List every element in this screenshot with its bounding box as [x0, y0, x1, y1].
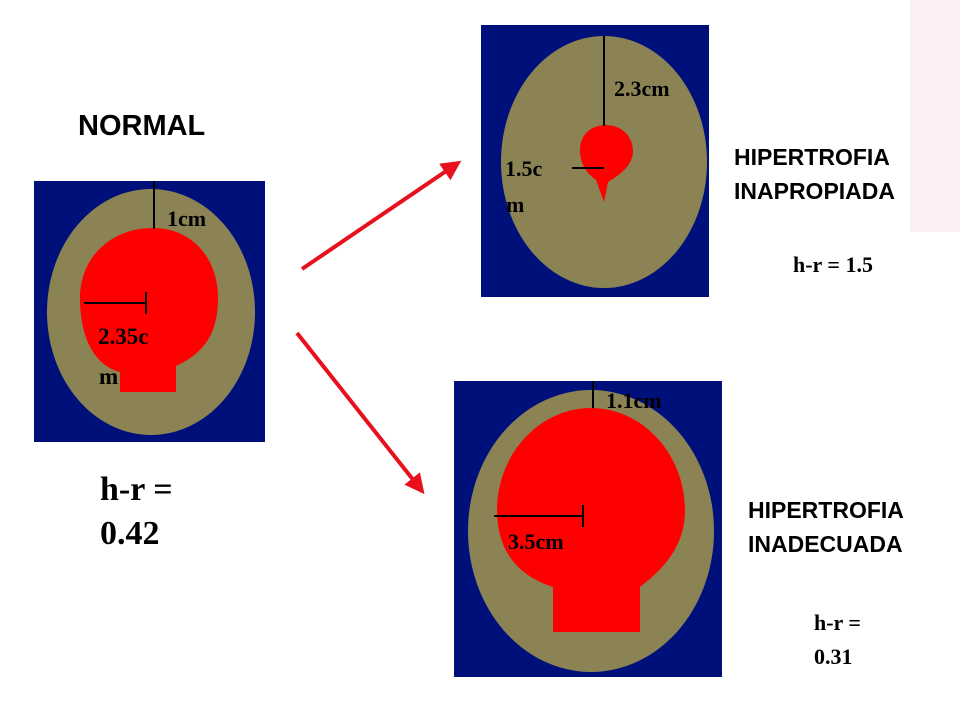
inadecuada-cavity — [497, 408, 685, 632]
inapropiada-radius-label-1: 1.5c — [505, 156, 543, 181]
inapropiada-heart-panel: 2.3cm 1.5c m — [481, 25, 709, 297]
inapropiada-ratio: h-r = 1.5 — [793, 252, 873, 277]
normal-ratio-value: 0.42 — [100, 515, 160, 552]
inapropiada-title-line1: HIPERTROFIA — [734, 144, 890, 170]
normal-wall-label: 1cm — [167, 206, 206, 231]
inadecuada-title: HIPERTROFIA INADECUADA — [748, 493, 904, 561]
inadecuada-ratio-label: h-r = — [814, 610, 861, 635]
inapropiada-cavity — [580, 125, 633, 202]
inadecuada-title-line2: INADECUADA — [748, 531, 903, 557]
normal-title: NORMAL — [78, 110, 206, 142]
inadecuada-ratio: h-r = 0.31 — [814, 606, 861, 674]
normal-heart-panel: 1cm 2.35c m — [34, 181, 265, 442]
normal-ratio-label: h-r = — [100, 471, 173, 508]
side-strip — [910, 0, 960, 232]
inapropiada-radius-label-2: m — [506, 192, 524, 217]
inadecuada-wall-label: 1.1cm — [606, 388, 662, 413]
arrow-to-inadecuada — [295, 331, 425, 495]
normal-radius-label-2: m — [99, 364, 118, 389]
inapropiada-title-line2: INAPROPIADA — [734, 178, 896, 204]
inapropiada-title: HIPERTROFIA INAPROPIADA — [734, 140, 895, 208]
normal-ratio: h-r = 0.42 — [100, 468, 173, 556]
inadecuada-title-line1: HIPERTROFIA — [748, 497, 904, 523]
inapropiada-wall-label: 2.3cm — [614, 76, 670, 101]
normal-radius-label-1: 2.35c — [98, 324, 148, 349]
inadecuada-ratio-value: 0.31 — [814, 644, 853, 669]
inadecuada-heart-panel: 1.1cm 3.5cm — [454, 381, 722, 677]
inadecuada-radius-label: 3.5cm — [508, 529, 564, 554]
normal-cavity — [80, 228, 218, 392]
arrow-to-inapropiada — [300, 160, 462, 271]
